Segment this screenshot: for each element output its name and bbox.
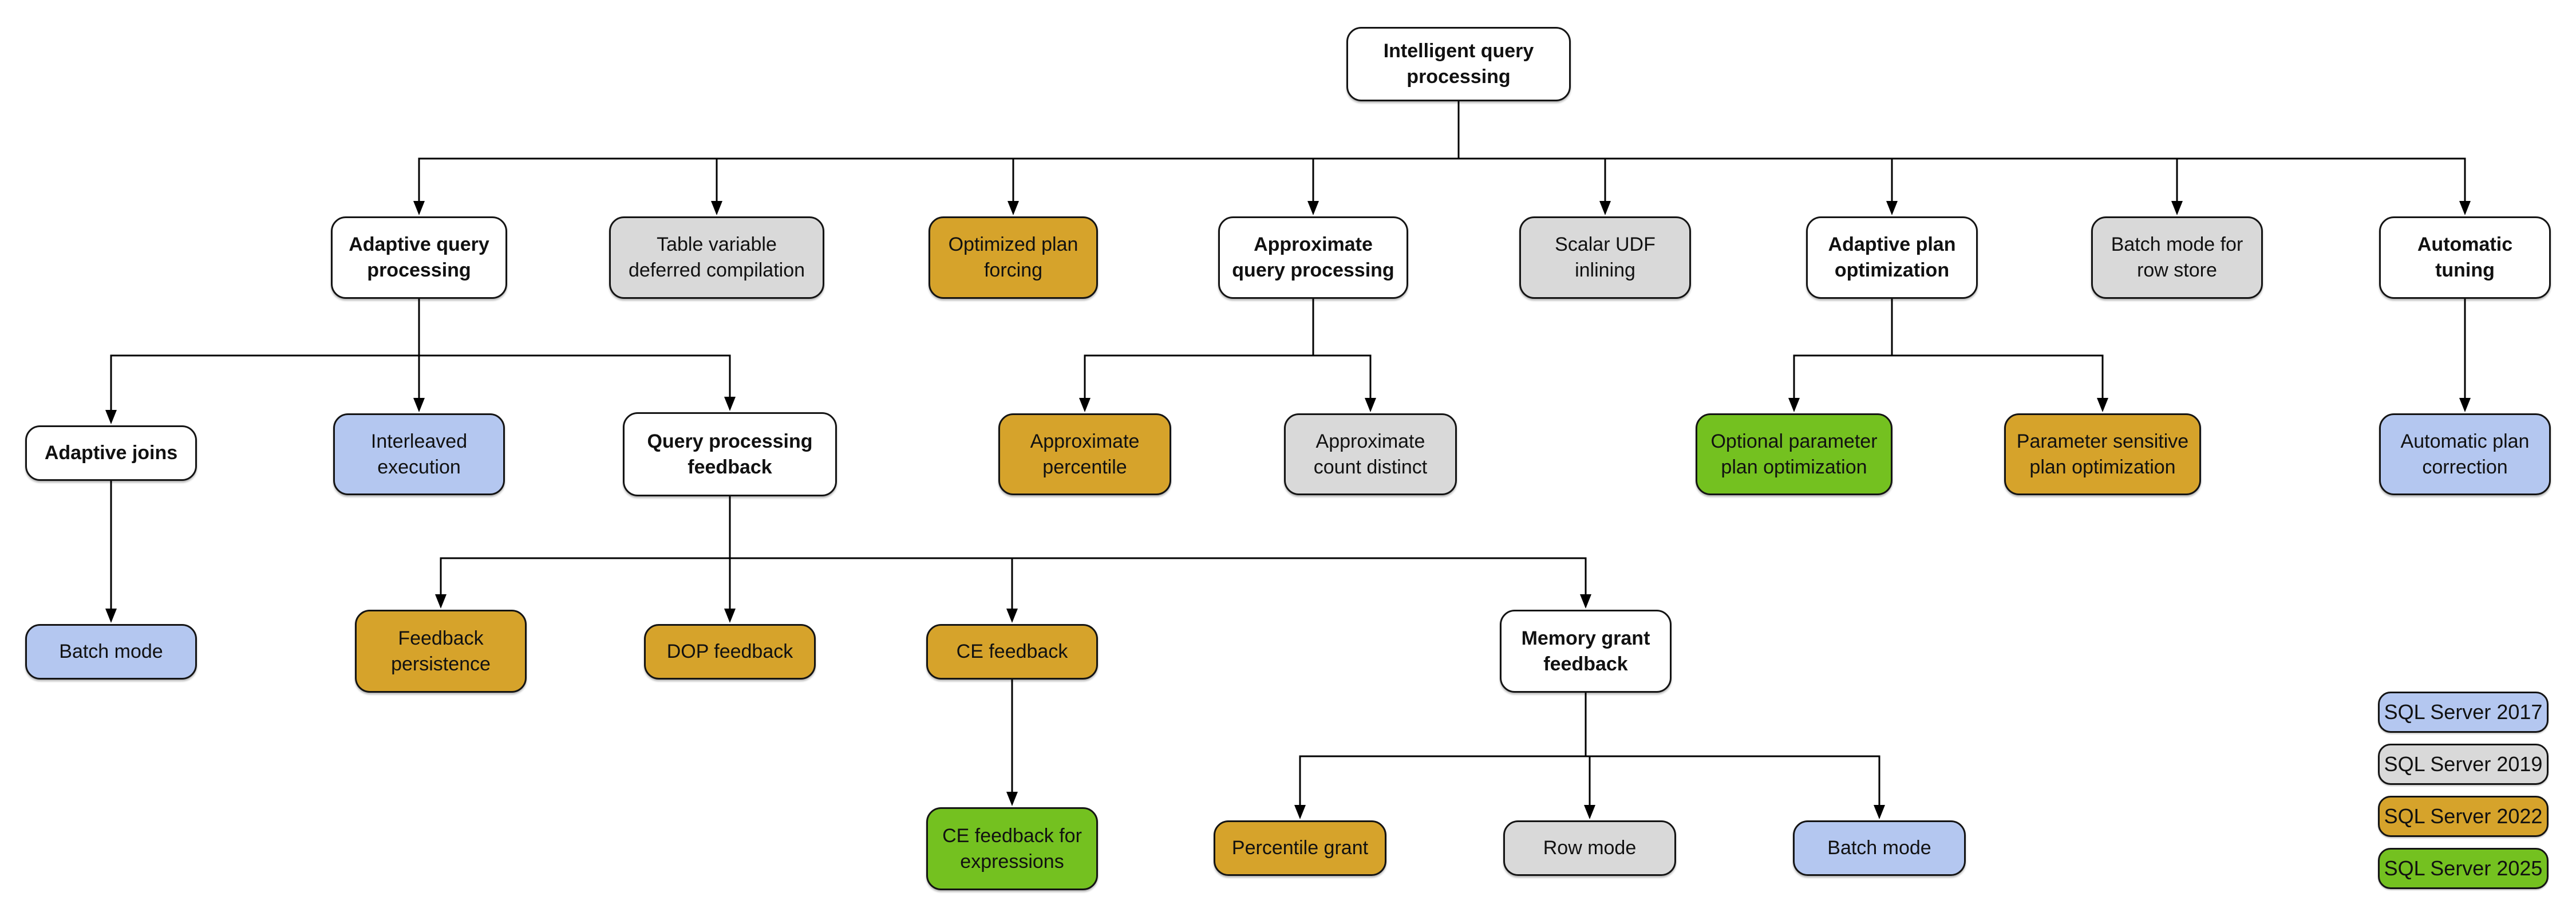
node-batch-mode-row3: Batch mode	[25, 624, 197, 680]
node-row-mode: Row mode	[1503, 820, 1676, 876]
node-approximate-percentile: Approximate percentile	[998, 413, 1171, 495]
node-approximate-count-distinct: Approximate count distinct	[1284, 413, 1457, 495]
legend-item-sql-server-2025: SQL Server 2025	[2378, 848, 2549, 889]
node-adaptive-query-processing: Adaptive query processing	[331, 216, 507, 299]
node-batch-mode-row5: Batch mode	[1793, 820, 1966, 876]
node-approximate-query-processing: Approximate query processing	[1218, 216, 1408, 299]
node-table-variable-deferred-compilation: Table variable deferred compilation	[609, 216, 824, 299]
node-optimized-plan-forcing: Optimized plan forcing	[929, 216, 1098, 299]
node-optional-parameter-plan-optimization: Optional parameter plan optimization	[1696, 413, 1893, 495]
node-scalar-udf-inlining: Scalar UDF inlining	[1519, 216, 1691, 299]
node-automatic-tuning: Automatic tuning	[2379, 216, 2551, 299]
node-query-processing-feedback: Query processing feedback	[623, 412, 837, 496]
node-feedback-persistence: Feedback persistence	[355, 610, 527, 693]
node-dop-feedback: DOP feedback	[644, 624, 816, 680]
node-adaptive-plan-optimization: Adaptive plan optimization	[1806, 216, 1978, 299]
node-parameter-sensitive-plan-optimization: Parameter sensitive plan optimization	[2004, 413, 2201, 495]
node-automatic-plan-correction: Automatic plan correction	[2379, 413, 2551, 495]
legend-item-sql-server-2022: SQL Server 2022	[2378, 796, 2549, 837]
node-ce-feedback-for-expressions: CE feedback for expressions	[926, 807, 1098, 890]
legend-item-sql-server-2019: SQL Server 2019	[2378, 744, 2549, 785]
node-adaptive-joins: Adaptive joins	[25, 425, 197, 481]
node-intelligent-query-processing: Intelligent query processing	[1346, 27, 1571, 101]
legend-item-sql-server-2017: SQL Server 2017	[2378, 692, 2549, 733]
node-memory-grant-feedback: Memory grant feedback	[1500, 610, 1672, 693]
node-percentile-grant: Percentile grant	[1214, 820, 1386, 876]
node-interleaved-execution: Interleaved execution	[333, 413, 505, 495]
node-ce-feedback: CE feedback	[926, 624, 1098, 680]
node-batch-mode-for-row-store: Batch mode for row store	[2091, 216, 2263, 299]
